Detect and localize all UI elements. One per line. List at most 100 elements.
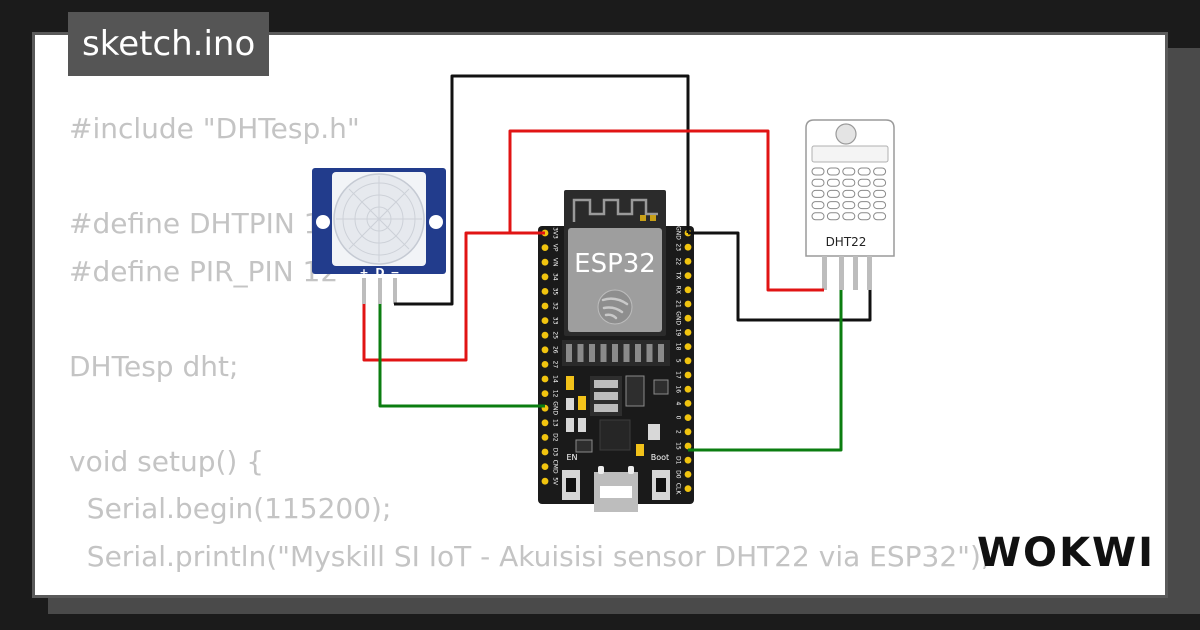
boot-button[interactable]: [652, 470, 670, 500]
dht22-grille-slot: [826, 189, 840, 198]
esp32-antenna-pad: [650, 215, 656, 221]
esp32-pin-left[interactable]: [541, 317, 549, 324]
dht22-sensor[interactable]: DHT22: [805, 119, 895, 290]
esp32-pin-right[interactable]: [684, 428, 692, 436]
esp32-pin-right[interactable]: [684, 243, 692, 251]
esp32-pin-label: 27: [552, 361, 559, 369]
dht22-grille: [811, 167, 887, 221]
dht22-pin-gnd[interactable]: [867, 256, 872, 290]
wire-dht-data[interactable]: [688, 290, 843, 452]
dht22-grille-slot: [842, 212, 856, 221]
dht22-grille-slot: [811, 212, 825, 221]
resistor: [566, 398, 574, 410]
esp32-pin-left[interactable]: [541, 419, 549, 427]
esp32-board[interactable]: ESP32 EN Boot: [538, 190, 694, 512]
wire-pir-gnd[interactable]: [394, 74, 690, 306]
esp32-pin-label: 22: [675, 258, 682, 266]
esp32-pin-label: RX: [675, 286, 682, 294]
esp32-pin-left[interactable]: [541, 375, 549, 383]
filename-tab[interactable]: sketch.ino: [68, 12, 270, 76]
dht22-pin-nc[interactable]: [853, 256, 858, 290]
esp32-pin-label: 26: [552, 346, 559, 354]
esp32-pin-left[interactable]: [541, 258, 549, 266]
esp32-pin-label: GND: [675, 311, 682, 325]
pir-pin-data[interactable]: [378, 278, 382, 304]
wire-dht-gnd[interactable]: [688, 231, 872, 322]
esp32-pin-left[interactable]: [541, 448, 549, 456]
pir-pin-label: +: [359, 266, 368, 279]
esp32-pin-right[interactable]: [684, 314, 692, 322]
resistor: [578, 418, 586, 432]
espressif-logo-icon: [597, 289, 633, 325]
esp32-pin-label: GND: [675, 226, 682, 240]
capacitor: [625, 375, 645, 407]
esp32-pin-right[interactable]: [684, 286, 692, 294]
esp32-pin-label: 5V: [552, 477, 559, 486]
esp32-pin-left[interactable]: [541, 244, 549, 252]
esp32-pin-right[interactable]: [684, 400, 692, 407]
wire-pir-data[interactable]: [378, 304, 545, 408]
esp32-label: ESP32: [574, 249, 656, 279]
esp32-header-pins: 3V3VPVN343532332526271412GND13D2D3CMD5VG…: [541, 226, 692, 496]
esp32-pin-right[interactable]: [684, 357, 692, 365]
esp32-pin-label: 35: [552, 288, 559, 296]
esp32-pin-left[interactable]: [541, 463, 549, 470]
castellation-pad: [623, 344, 630, 362]
esp32-pin-label: 2: [675, 430, 682, 434]
esp32-pin-left[interactable]: [541, 390, 549, 397]
en-button[interactable]: [562, 470, 580, 500]
esp32-pin-label: VN: [552, 258, 559, 267]
resistor: [566, 418, 574, 432]
dht22-grille-slot: [857, 212, 871, 221]
esp32-pin-left[interactable]: [541, 477, 549, 485]
esp32-pin-right[interactable]: [684, 485, 692, 492]
esp32-pin-right[interactable]: [684, 371, 692, 379]
esp32-pin-left[interactable]: [541, 302, 549, 310]
micro-usb-port[interactable]: [594, 466, 638, 512]
esp32-pin-label: 23: [675, 243, 682, 251]
esp32-pin-right[interactable]: [684, 456, 692, 464]
pir-mount-hole: [429, 215, 443, 229]
castellation-pad: [600, 344, 607, 362]
esp32-pin-right[interactable]: [684, 343, 692, 350]
esp32-pin-label: TX: [675, 271, 682, 280]
wire-dht-vcc[interactable]: [508, 129, 824, 292]
esp32-pin-left[interactable]: [541, 346, 549, 354]
esp32-pin-label: D2: [552, 433, 559, 442]
esp32-pin-right[interactable]: [684, 258, 692, 265]
esp32-pin-left[interactable]: [541, 361, 549, 368]
esp32-pin-label: CLK: [675, 483, 682, 496]
esp32-pin-left[interactable]: [541, 331, 549, 339]
dht22-grille-slot: [873, 212, 887, 221]
esp32-castellations: [566, 344, 664, 362]
dht22-grille-slot: [873, 201, 887, 210]
esp32-pin-label: 16: [675, 385, 682, 393]
esp32-pin-label: GND: [552, 401, 559, 415]
esp32-pin-right[interactable]: [684, 300, 692, 308]
wire-pir-vcc[interactable]: [362, 231, 545, 362]
esp32-pin-label: D1: [675, 456, 682, 465]
esp32-pin-label: 15: [675, 442, 682, 450]
esp32-pin-left[interactable]: [541, 434, 549, 441]
dht22-top-grille: [811, 145, 889, 163]
esp32-pin-right[interactable]: [684, 471, 692, 478]
dht22-pin-data[interactable]: [839, 256, 844, 290]
esp32-pin-right[interactable]: [684, 272, 692, 279]
esp32-pin-right[interactable]: [684, 329, 692, 336]
esp32-pin-left[interactable]: [541, 288, 549, 295]
pir-pin-label: −: [390, 266, 399, 279]
code-line: DHTesp dht;: [69, 349, 239, 383]
pir-pin-gnd[interactable]: [393, 278, 397, 304]
smd-component: [575, 439, 593, 453]
castellation-pad: [646, 344, 653, 362]
dht22-grille-slot: [826, 201, 840, 210]
dht22-grille-slot: [842, 167, 856, 176]
esp32-pin-right[interactable]: [684, 442, 692, 450]
dht22-pin-vcc[interactable]: [822, 256, 827, 290]
pir-pin-vcc[interactable]: [362, 278, 366, 304]
esp32-pin-right[interactable]: [684, 385, 692, 393]
esp32-pin-right[interactable]: [684, 414, 692, 421]
esp32-pin-left[interactable]: [541, 273, 549, 281]
pir-sensor[interactable]: + D −: [312, 168, 446, 304]
dht22-grille-slot: [842, 189, 856, 198]
